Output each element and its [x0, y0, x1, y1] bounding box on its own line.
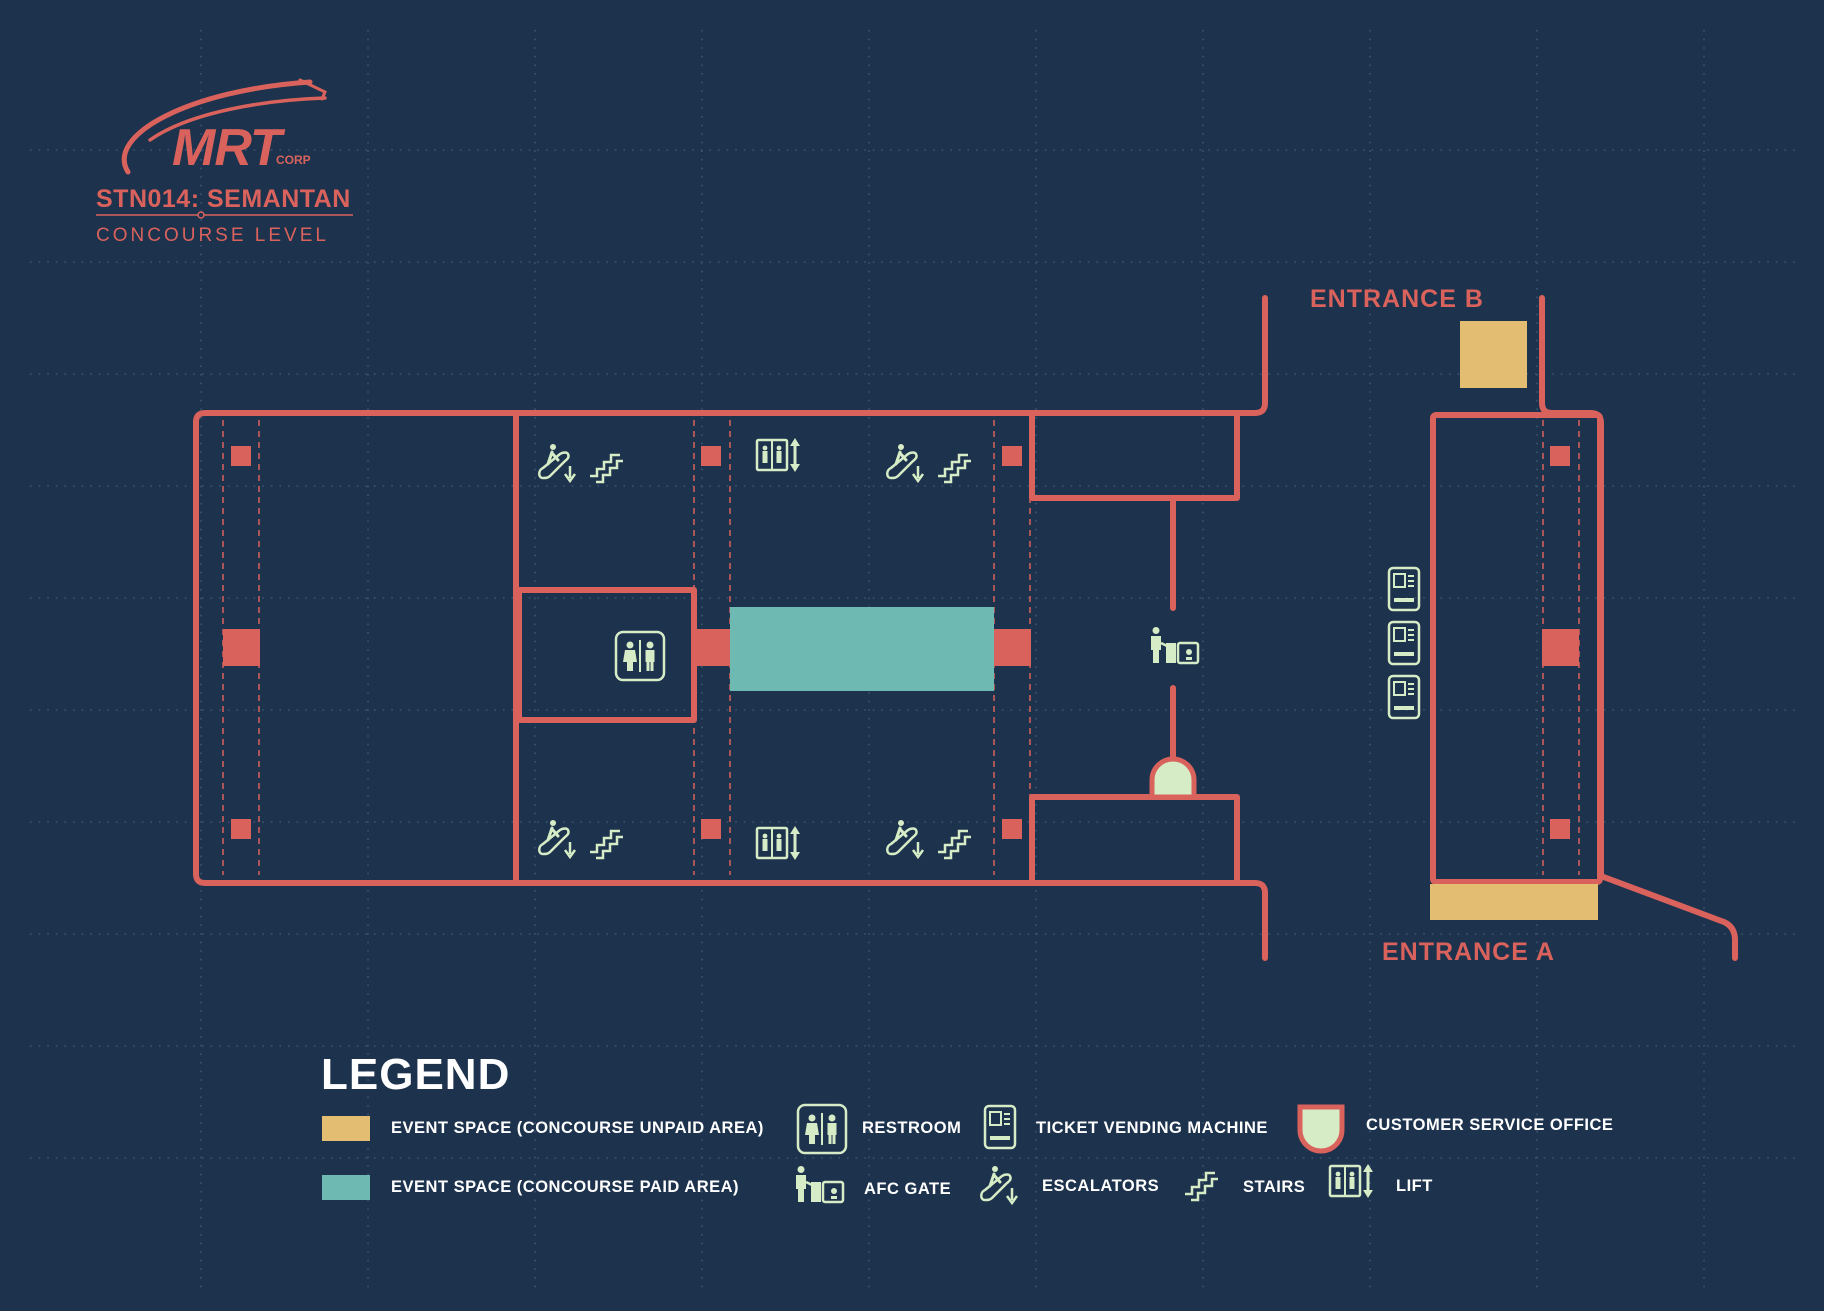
- escalator-icon: [537, 818, 577, 859]
- legend-tvm-label: TICKET VENDING MACHINE: [1036, 1119, 1268, 1137]
- legend-unpaid-label: EVENT SPACE (CONCOURSE UNPAID AREA): [391, 1119, 764, 1137]
- legend-tvm-icon: [983, 1104, 1017, 1150]
- legend-restroom-icon: [796, 1103, 848, 1155]
- legend-unpaid-swatch: [322, 1116, 370, 1141]
- walls: [193, 295, 1738, 961]
- legend-lift-icon: [1328, 1162, 1375, 1200]
- mrt-logo: [121, 78, 327, 175]
- legend-cso-icon: [1297, 1104, 1345, 1154]
- ticket-vending-machine-icon: [1387, 566, 1421, 612]
- escalator-icon: [537, 442, 577, 483]
- legend-paid-swatch: [322, 1175, 370, 1200]
- lift-icon: [755, 824, 802, 862]
- stairs-icon: [588, 453, 625, 484]
- legend-restroom-label: RESTROOM: [862, 1119, 962, 1137]
- lift-icon: [755, 436, 802, 474]
- stairs-icon: [936, 829, 973, 860]
- unpaid-event-space-entrance-a: [1430, 884, 1598, 920]
- paid-event-space: [730, 607, 994, 691]
- legend-stairs-label: STAIRS: [1243, 1178, 1306, 1196]
- unpaid-event-space-entrance-b: [1460, 321, 1527, 388]
- afc-gate-icon: [1149, 625, 1200, 665]
- station-title: STN014: SEMANTAN: [96, 185, 351, 213]
- ticket-vending-machine-icon: [1387, 674, 1421, 720]
- header-rule-dot: [197, 211, 205, 219]
- legend-escalator-icon: [979, 1164, 1019, 1205]
- escalator-icon: [885, 818, 925, 859]
- columns: [223, 446, 1579, 839]
- stairs-icon: [588, 829, 625, 860]
- customer-service-office: [1149, 756, 1197, 800]
- restroom-icon: [614, 630, 666, 682]
- logo-sub-text: CORP: [276, 153, 311, 167]
- escalator-icon: [885, 442, 925, 483]
- entrance-a-label: ENTRANCE A: [1382, 938, 1555, 966]
- legend-stairs-icon: [1183, 1171, 1220, 1202]
- legend-title: LEGEND: [321, 1050, 511, 1099]
- legend-lift-label: LIFT: [1396, 1177, 1433, 1195]
- legend-cso-label: CUSTOMER SERVICE OFFICE: [1366, 1116, 1614, 1134]
- level-title: CONCOURSE LEVEL: [96, 225, 329, 246]
- background-grid: [30, 30, 1800, 1290]
- legend-afc-gate-label: AFC GATE: [864, 1180, 952, 1198]
- legend-paid-label: EVENT SPACE (CONCOURSE PAID AREA): [391, 1178, 740, 1196]
- ticket-vending-machine-icon: [1387, 620, 1421, 666]
- logo-text: MRT: [172, 119, 282, 177]
- legend-afc-gate-icon: [794, 1164, 845, 1204]
- entrance-b-label: ENTRANCE B: [1310, 285, 1484, 313]
- legend-escalators-label: ESCALATORS: [1042, 1177, 1160, 1195]
- stairs-icon: [936, 453, 973, 484]
